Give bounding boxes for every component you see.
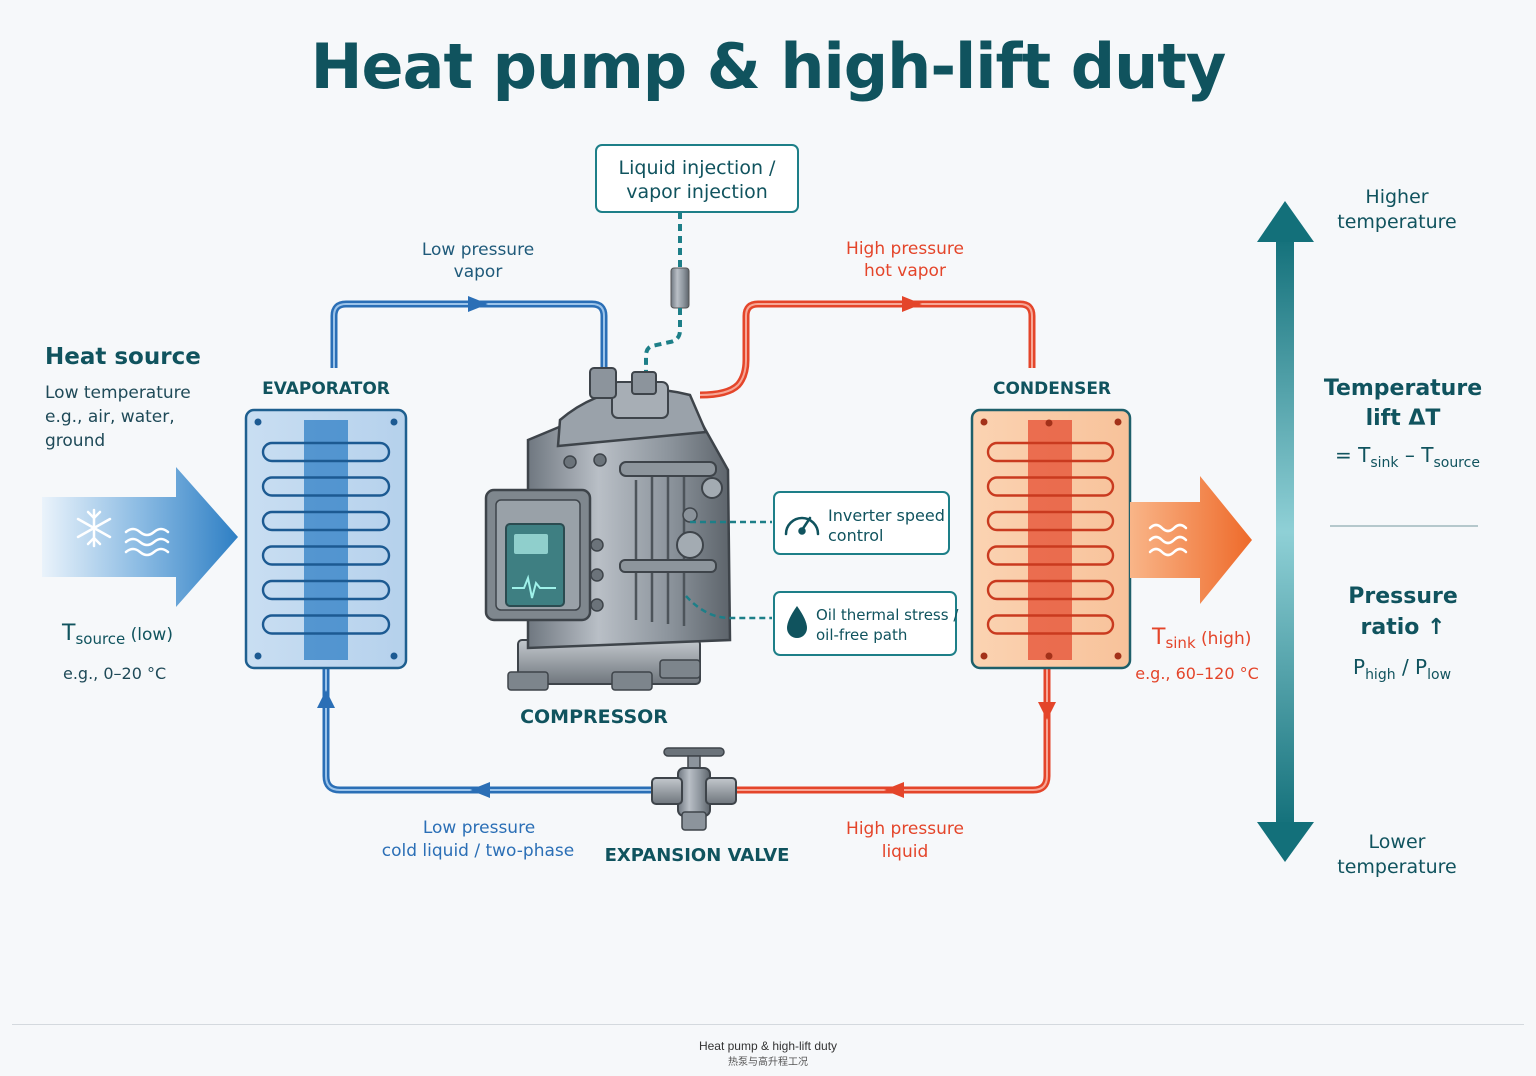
high-pressure-liquid-pipe xyxy=(732,668,1051,794)
flow-arrow-icon xyxy=(884,782,904,798)
flow-label-bottom-right-1: High pressure xyxy=(846,819,964,839)
coil-tube xyxy=(261,614,391,635)
expansion-valve-label: EXPANSION VALVE xyxy=(605,845,790,866)
coil-tube xyxy=(986,579,1115,601)
heat-sink-arrow xyxy=(1130,476,1252,604)
coil-tube xyxy=(986,614,1115,635)
pressure-title-line1: Pressure xyxy=(1348,584,1458,609)
compressor xyxy=(484,367,732,691)
footer-subtitle: 热泵与高升程工况 xyxy=(728,1057,808,1068)
flow-label-top-right-2: hot vapor xyxy=(864,261,946,281)
gauge-icon xyxy=(784,516,820,536)
snowflake-icon xyxy=(76,508,112,548)
expansion-valve xyxy=(651,747,737,831)
flow-label-bottom-right-2: liquid xyxy=(882,842,929,862)
oil-callout: Oil thermal stress / oil-free path xyxy=(773,591,959,656)
coil-tube xyxy=(986,476,1115,497)
flow-arrow-icon xyxy=(1038,702,1056,720)
coil-tube xyxy=(261,545,391,566)
coil-tube xyxy=(261,476,391,497)
coil-tube xyxy=(261,441,391,463)
scale-bottom-line2: temperature xyxy=(1337,856,1456,878)
oil-drop-icon xyxy=(787,606,807,638)
flow-arrow-icon xyxy=(317,690,335,708)
pulse-icon xyxy=(512,574,556,599)
heat-source-line2: e.g., air, water, xyxy=(45,407,175,427)
high-pressure-vapor-pipe xyxy=(699,300,1036,399)
temperature-scale xyxy=(1257,201,1314,862)
inverter-callout: Inverter speed control xyxy=(773,491,950,555)
flow-label-top-left-1: Low pressure xyxy=(422,240,534,260)
footer-title: Heat pump & high-lift duty xyxy=(698,1039,838,1053)
t-source-label: Tsource (low) xyxy=(61,621,173,648)
oil-label-line1: Oil thermal stress / xyxy=(816,606,959,624)
t-sink-label: Tsink (high) xyxy=(1151,625,1251,652)
flow-label-bottom-left-1: Low pressure xyxy=(423,818,535,838)
low-pressure-vapor-pipe xyxy=(330,300,608,368)
condenser-label: CONDENSER xyxy=(993,379,1111,399)
scale-top-line1: Higher xyxy=(1365,186,1428,208)
coil-tube xyxy=(261,579,391,601)
pressure-title-line2: ratio ↑ xyxy=(1361,615,1446,640)
scale-bottom-line1: Lower xyxy=(1369,831,1426,853)
heat-source-panel: Heat source Low temperature e.g., air, w… xyxy=(45,344,201,451)
flow-label-top-left-2: vapor xyxy=(454,262,503,282)
inverter-label-line2: control xyxy=(828,526,883,545)
condenser xyxy=(970,408,1132,670)
heat-pump-diagram: Liquid injection / vapor injection Low p… xyxy=(42,144,1482,878)
heat-source-title: Heat source xyxy=(45,344,201,370)
air-waves-icon xyxy=(124,527,170,557)
lift-equation: = Tsink – Tsource xyxy=(1335,443,1480,471)
inverter-label-line1: Inverter speed xyxy=(828,506,945,525)
injection-label-line1: Liquid injection / xyxy=(619,157,777,179)
scale-top-line2: temperature xyxy=(1337,211,1456,233)
page-title: Heat pump & high-lift duty xyxy=(310,30,1227,103)
lift-title-line2: lift ΔT xyxy=(1366,406,1441,431)
injection-callout: Liquid injection / vapor injection xyxy=(595,144,799,380)
coil-tube xyxy=(986,441,1115,463)
flow-label-bottom-left-2: cold liquid / two-phase xyxy=(382,841,574,861)
injection-label-line2: vapor injection xyxy=(626,181,768,203)
coil-tube xyxy=(261,510,391,532)
arrow-down-icon xyxy=(1257,822,1314,862)
flow-label-top-right-1: High pressure xyxy=(846,239,964,259)
flow-arrow-icon xyxy=(902,296,922,312)
heat-waves-icon xyxy=(1148,523,1188,557)
heat-source-line1: Low temperature xyxy=(45,383,191,403)
evaporator-label: EVAPORATOR xyxy=(262,379,390,399)
arrow-up-icon xyxy=(1257,201,1314,242)
oil-label-line2: oil-free path xyxy=(816,626,907,644)
heat-source-line3: ground xyxy=(45,431,105,451)
heat-source-arrow xyxy=(42,467,238,607)
injection-nozzle-icon xyxy=(670,267,690,309)
t-source-example: e.g., 0–20 °C xyxy=(63,664,166,683)
low-pressure-liquid-pipe xyxy=(322,668,656,794)
lift-title-line1: Temperature xyxy=(1324,376,1482,401)
coil-tube xyxy=(986,545,1115,566)
compressor-label: COMPRESSOR xyxy=(520,706,668,728)
flow-arrow-icon xyxy=(468,296,488,312)
pressure-equation: Phigh / Plow xyxy=(1353,655,1451,683)
flow-arrow-icon xyxy=(470,782,490,798)
coil-tube xyxy=(986,510,1115,532)
footer-divider xyxy=(12,1024,1524,1025)
t-sink-example: e.g., 60–120 °C xyxy=(1135,664,1259,683)
evaporator xyxy=(244,408,408,670)
